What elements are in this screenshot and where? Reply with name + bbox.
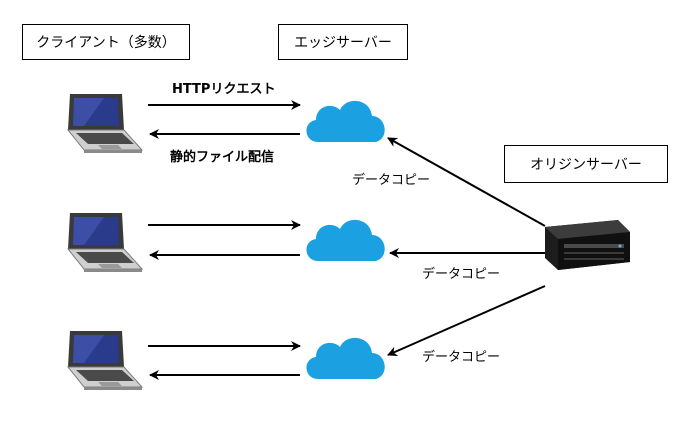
copy-label-3: データコピー [422,350,501,365]
client-laptop-2-icon [67,212,143,273]
edge-header-label: エッジサーバー [294,35,392,51]
copy-label-2: データコピー [422,267,501,282]
edge-header: エッジサーバー [278,24,408,60]
edge-cloud-1-icon [306,100,385,142]
copy-arrow-3 [387,285,546,356]
origin-header: オリジンサーバー [504,145,668,183]
client-laptop-1-icon [67,93,143,154]
client-laptop-3-icon [67,330,143,391]
edge-cloud-3-icon [306,337,385,379]
origin-server-icon [545,220,630,270]
clients-header-label: クライアント（多数） [36,35,176,51]
origin-header-label: オリジンサーバー [530,157,642,173]
edge-cloud-2-icon [306,219,385,261]
http-request-label: HTTPリクエスト [172,82,276,97]
static-delivery-label: 静的ファイル配信 [170,150,275,165]
clients-header: クライアント（多数） [22,24,190,60]
copy-label-1: データコピー [352,173,431,188]
copy-arrow-1 [387,137,546,227]
